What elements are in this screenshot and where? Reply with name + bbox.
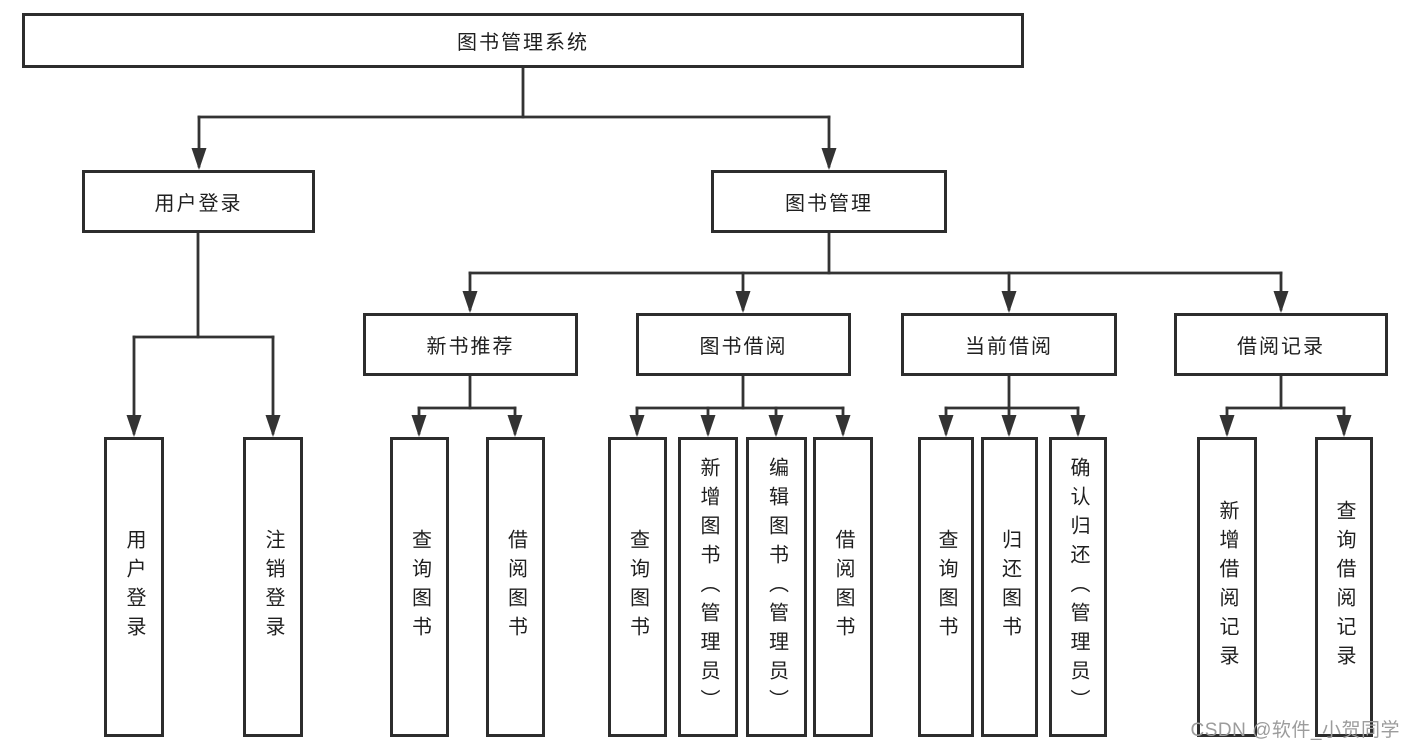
leaf-cb-confirm-return-admin-label: 确认归还（管理员）	[1067, 456, 1089, 718]
leaf-cb-query-books-label: 查询图书	[935, 529, 957, 645]
leaf-bb-add-books-admin-label: 新增图书（管理员）	[697, 456, 719, 718]
leaf-cb-return-books-label: 归还图书	[998, 529, 1021, 645]
node-user-login-label: 用户登录	[154, 193, 243, 215]
leaf-user-login: 用户登录	[104, 437, 164, 737]
leaf-nb-query-books: 查询图书	[390, 437, 449, 737]
leaf-user-login-label: 用户登录	[123, 529, 145, 645]
leaf-bb-add-books-admin: 新增图书（管理员）	[678, 437, 738, 737]
leaf-cb-return-books: 归还图书	[981, 437, 1038, 737]
leaf-nb-borrow-books: 借阅图书	[486, 437, 545, 737]
csdn-watermark: CSDN @软件_小贺同学	[1190, 720, 1400, 741]
leaf-cb-confirm-return-admin: 确认归还（管理员）	[1049, 437, 1107, 737]
node-book-borrow: 图书借阅	[636, 313, 851, 376]
leaf-bb-query-books-label: 查询图书	[626, 529, 649, 645]
leaf-bb-borrow-books-label: 借阅图书	[832, 529, 854, 645]
leaf-bb-query-books: 查询图书	[608, 437, 667, 737]
leaf-br-add-record: 新增借阅记录	[1197, 437, 1257, 737]
leaf-logout-label: 注销登录	[262, 529, 284, 645]
node-current-borrow: 当前借阅	[901, 313, 1117, 376]
leaf-bb-edit-books-admin-label: 编辑图书（管理员）	[765, 456, 788, 718]
node-book-management: 图书管理	[711, 170, 947, 233]
node-book-borrow-label: 图书借阅	[699, 336, 788, 358]
node-borrow-records: 借阅记录	[1174, 313, 1388, 376]
leaf-bb-edit-books-admin: 编辑图书（管理员）	[746, 437, 807, 737]
node-library-system: 图书管理系统	[22, 13, 1024, 68]
leaf-br-query-record-label: 查询借阅记录	[1333, 500, 1355, 674]
node-borrow-records-label: 借阅记录	[1237, 336, 1325, 358]
node-book-management-label: 图书管理	[785, 193, 873, 215]
leaf-br-add-record-label: 新增借阅记录	[1216, 500, 1238, 674]
node-new-book-recommend-label: 新书推荐	[426, 336, 515, 358]
leaf-bb-borrow-books: 借阅图书	[813, 437, 873, 737]
node-current-borrow-label: 当前借阅	[965, 336, 1053, 358]
leaf-logout: 注销登录	[243, 437, 303, 737]
node-user-login: 用户登录	[82, 170, 315, 233]
leaf-nb-borrow-books-label: 借阅图书	[504, 529, 527, 645]
leaf-nb-query-books-label: 查询图书	[408, 529, 431, 645]
leaf-cb-query-books: 查询图书	[918, 437, 974, 737]
leaf-br-query-record: 查询借阅记录	[1315, 437, 1373, 737]
node-new-book-recommend: 新书推荐	[363, 313, 578, 376]
node-library-system-label: 图书管理系统	[457, 32, 589, 54]
